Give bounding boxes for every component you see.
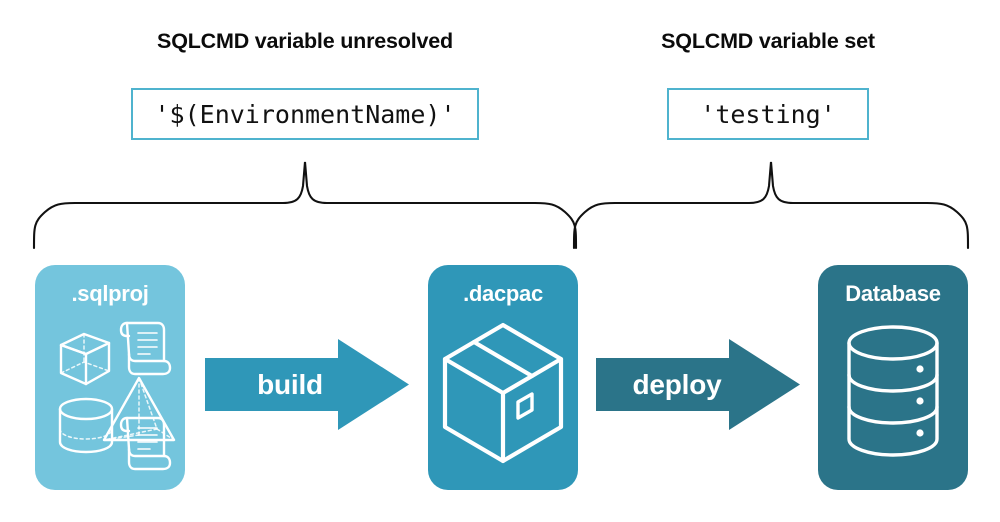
card-database-label: Database bbox=[845, 281, 941, 306]
database-cylinder-icon bbox=[847, 325, 939, 457]
scroll-icon bbox=[119, 321, 172, 376]
card-dacpac: .dacpac bbox=[428, 265, 578, 490]
arrow-deploy: deploy bbox=[596, 337, 801, 432]
card-sqlproj-label: .sqlproj bbox=[71, 281, 149, 306]
brace-deploy-stage bbox=[572, 161, 970, 250]
group-heading-build: SQLCMD variable unresolved bbox=[157, 29, 453, 53]
value-box-set-text: 'testing' bbox=[700, 99, 836, 129]
cylinder-icon bbox=[58, 397, 114, 454]
card-database: Database bbox=[818, 265, 968, 490]
value-box-unresolved: '$(EnvironmentName)' bbox=[131, 88, 479, 140]
card-dacpac-label: .dacpac bbox=[463, 281, 543, 306]
brace-build-stage bbox=[32, 161, 578, 250]
value-box-set: 'testing' bbox=[667, 88, 869, 140]
arrow-build: build bbox=[205, 337, 410, 432]
arrow-deploy-label: deploy bbox=[632, 369, 722, 400]
group-heading-deploy: SQLCMD variable set bbox=[661, 29, 875, 53]
card-sqlproj: .sqlproj bbox=[35, 265, 185, 490]
value-box-unresolved-text: '$(EnvironmentName)' bbox=[154, 99, 456, 129]
arrow-build-label: build bbox=[257, 369, 323, 400]
cube-icon bbox=[59, 332, 111, 386]
card-dacpac-artwork bbox=[428, 309, 578, 486]
package-box-icon bbox=[442, 322, 564, 464]
pyramid-icon bbox=[102, 376, 176, 442]
scroll-icon bbox=[119, 416, 172, 471]
card-sqlproj-artwork bbox=[35, 309, 185, 486]
card-database-artwork bbox=[818, 309, 968, 486]
